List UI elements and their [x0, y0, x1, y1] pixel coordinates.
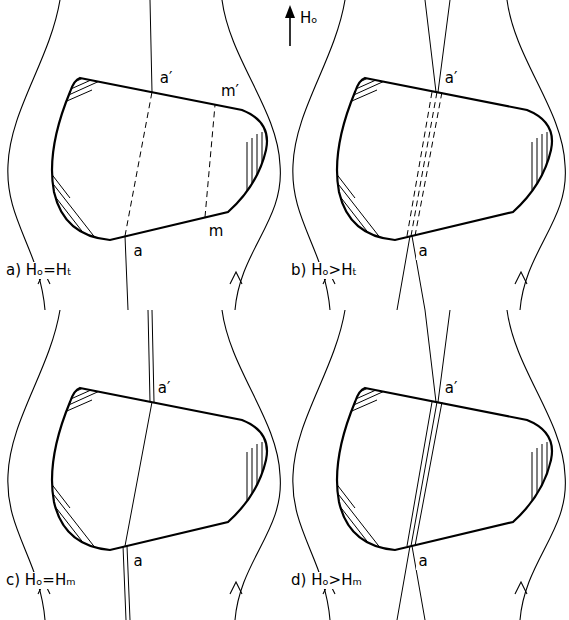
point-label: a [131, 243, 144, 260]
panel-caption: b) Hₒ>Hₜ [289, 262, 359, 279]
point-label: a′ [443, 70, 460, 87]
field-label: Hₒ [298, 10, 319, 27]
point-label: a′ [156, 380, 173, 397]
point-label: a [131, 553, 144, 570]
point-label: a [416, 243, 429, 260]
panel-caption: c) Hₒ=Hₘ [4, 572, 78, 589]
field-arrow [285, 5, 295, 46]
point-label: a′ [443, 380, 460, 397]
point-label: a′ [158, 70, 175, 87]
point-label: a [416, 553, 429, 570]
point-label: m′ [219, 83, 241, 100]
panel-caption: d) Hₒ>Hₘ [289, 572, 364, 589]
point-label: m [207, 223, 226, 240]
panel-caption: a) Hₒ=Hₜ [4, 262, 74, 279]
